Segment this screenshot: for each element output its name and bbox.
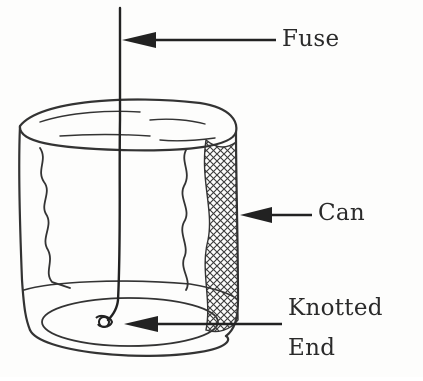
knotted-end xyxy=(96,316,112,327)
fuse-label: Fuse xyxy=(282,28,339,51)
end-label: End xyxy=(288,337,335,360)
knotted-end-pointer xyxy=(124,316,282,332)
torn-edge-right xyxy=(182,150,187,290)
rim-texture xyxy=(40,111,215,141)
knotted-label: Knotted xyxy=(288,297,383,320)
fuse-line xyxy=(108,8,120,320)
can-pointer xyxy=(240,207,312,223)
fuse-pointer xyxy=(122,32,276,48)
can-bottom-inner xyxy=(42,298,218,346)
torn-edge-left xyxy=(40,148,70,288)
can-left-side xyxy=(19,126,30,330)
can-label: Can xyxy=(318,202,365,225)
can-hatched-band xyxy=(204,140,238,332)
can-top-rim xyxy=(20,100,236,151)
can-bottom-outer xyxy=(30,330,228,356)
